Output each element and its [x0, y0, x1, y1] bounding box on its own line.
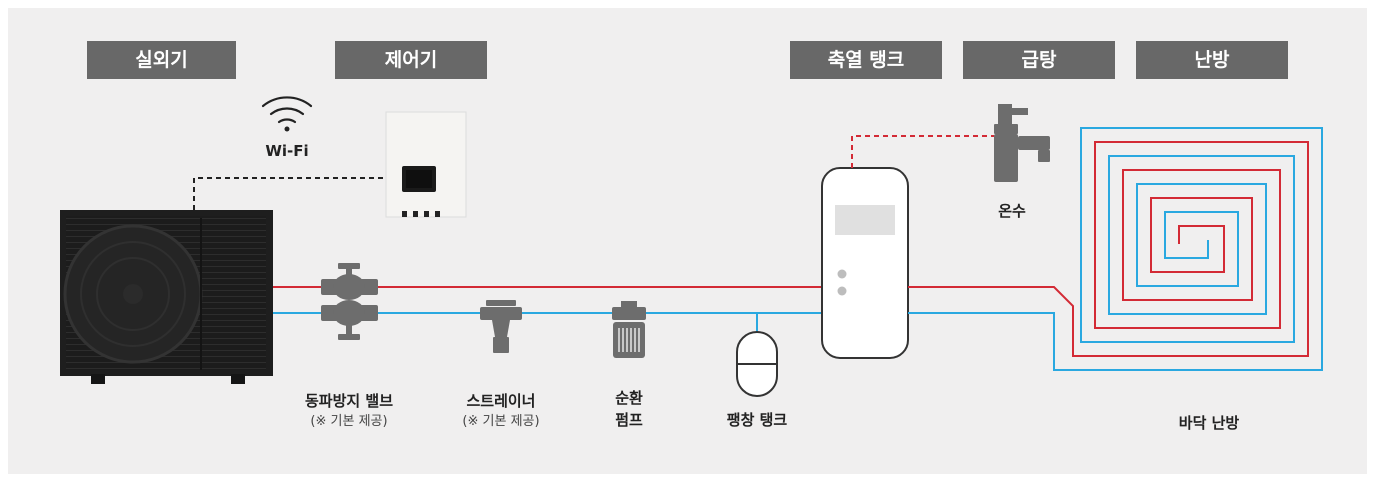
piping-diagram	[60, 96, 1323, 397]
header-hot-water-supply: 급탕	[963, 41, 1115, 79]
header-heating: 난방	[1136, 41, 1288, 79]
storage-tank-icon	[821, 167, 909, 359]
strainer-note: (※ 기본 제공)	[462, 414, 540, 429]
header-outdoor-unit: 실외기	[87, 41, 236, 79]
wifi-label: Wi-Fi	[265, 142, 309, 160]
header-storage-tank: 축열 탱크	[790, 41, 942, 79]
strainer-label: 스트레이너	[466, 392, 536, 410]
antifreeze-valve-label: 동파방지 밸브	[304, 392, 394, 410]
header-controller: 제어기	[335, 41, 487, 79]
antifreeze-valve-note: (※ 기본 제공)	[310, 414, 388, 429]
system-diagram: 실외기 제어기 축열 탱크 급탕 난방 Wi-Fi 온수 동파방지 밸브 (※ …	[8, 8, 1367, 474]
floor-heating-label: 바닥 난방	[1178, 414, 1240, 432]
expansion-tank-icon	[736, 313, 778, 397]
strainer-icon	[480, 300, 522, 353]
heating-supply-pipe	[908, 141, 1309, 357]
hot-water-label: 온수	[998, 202, 1026, 220]
faucet-icon	[994, 104, 1050, 182]
communication-line	[193, 177, 385, 210]
outdoor-unit	[60, 210, 273, 384]
antifreeze-valve-icon	[321, 263, 378, 340]
circulation-pump-icon	[612, 301, 646, 358]
circulation-pump-label-1: 순환	[615, 389, 643, 407]
circulation-pump-label-2: 펌프	[615, 411, 643, 429]
hot-water-line	[851, 135, 994, 168]
expansion-tank-label: 팽창 탱크	[726, 411, 788, 429]
heating-return-pipe	[908, 127, 1323, 371]
wifi-icon	[261, 96, 313, 132]
controller-device	[385, 111, 467, 218]
